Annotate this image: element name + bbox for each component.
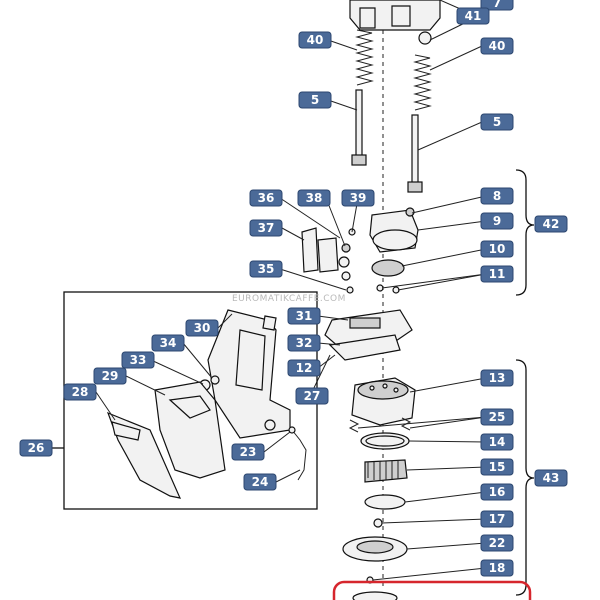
cover-piece	[154, 381, 226, 479]
callout-38-text: 38	[306, 191, 323, 205]
callout-39-text: 39	[350, 191, 367, 205]
callout-36-text: 36	[258, 191, 275, 205]
callout-39: 39	[341, 189, 375, 207]
callout-15-text: 15	[489, 460, 506, 474]
callout-8: 8	[480, 187, 514, 205]
callout-5-left-text: 5	[311, 93, 319, 107]
flap-piece	[106, 411, 182, 499]
callout-5-right-text: 5	[493, 115, 501, 129]
callout-31: 31	[287, 307, 321, 325]
top-bracket-assembly	[349, 0, 441, 45]
callout-13: 13	[480, 369, 514, 387]
rod-right	[407, 114, 423, 193]
callout-34-text: 34	[160, 336, 177, 350]
callout-12: 12	[287, 359, 321, 377]
callout-10: 10	[480, 240, 514, 258]
lower-brew-parts	[342, 377, 416, 600]
callout-25: 25	[480, 408, 514, 426]
callout-37-text: 37	[258, 221, 275, 235]
callout-11-text: 11	[489, 267, 506, 281]
callout-24-text: 24	[252, 475, 269, 489]
callout-41-text: 41	[465, 9, 482, 23]
callout-32: 32	[287, 334, 321, 352]
callout-11: 11	[480, 265, 514, 283]
callout-33-text: 33	[130, 353, 147, 367]
rod-left	[351, 89, 367, 166]
callout-14-text: 14	[489, 435, 506, 449]
callout-40-left: 40	[298, 31, 332, 49]
callout-42-text: 42	[543, 217, 560, 231]
callout-17-text: 17	[489, 512, 506, 526]
callout-5-right: 5	[480, 113, 514, 131]
callout-29: 29	[93, 367, 127, 385]
spring-left	[355, 29, 374, 86]
callout-28-text: 28	[72, 385, 89, 399]
callout-30-text: 30	[194, 321, 211, 335]
callout-12-text: 12	[296, 361, 313, 375]
callout-40-left-text: 40	[307, 33, 324, 47]
callout-8-text: 8	[493, 189, 501, 203]
callout-34: 34	[151, 334, 185, 352]
callout-28: 28	[63, 383, 97, 401]
callout-18-text: 18	[489, 561, 506, 575]
callout-42: 42	[534, 215, 568, 233]
callout-26-text: 26	[28, 441, 45, 455]
callout-14: 14	[480, 433, 514, 451]
callout-43: 43	[534, 469, 568, 487]
callout-16-text: 16	[489, 485, 506, 499]
callout-40-right: 40	[480, 37, 514, 55]
callout-13-text: 13	[489, 371, 506, 385]
callout-5-left: 5	[298, 91, 332, 109]
callout-41: 41	[456, 7, 490, 25]
lever-assembly	[324, 309, 413, 361]
highlight-box	[332, 580, 532, 600]
callout-7: 7	[480, 0, 514, 11]
callout-37: 37	[249, 219, 283, 237]
callout-35: 35	[249, 260, 283, 278]
callout-36: 36	[249, 189, 283, 207]
callout-31-text: 31	[296, 309, 313, 323]
callout-27: 27	[295, 387, 329, 405]
callout-35-text: 35	[258, 262, 275, 276]
callout-22-text: 22	[489, 536, 506, 550]
callout-18: 18	[480, 559, 514, 577]
piston-head	[369, 207, 419, 294]
callout-29-text: 29	[102, 369, 119, 383]
callout-22: 22	[480, 534, 514, 552]
callout-7-text: 7	[493, 0, 501, 10]
brace-42	[515, 169, 535, 296]
callout-17: 17	[480, 510, 514, 528]
callout-26: 26	[19, 439, 53, 457]
callout-40-right-text: 40	[489, 39, 506, 53]
callout-23-text: 23	[240, 445, 257, 459]
callout-27-text: 27	[304, 389, 321, 403]
callout-33: 33	[121, 351, 155, 369]
callout-15: 15	[480, 458, 514, 476]
callout-9-text: 9	[493, 214, 501, 228]
callout-25-text: 25	[489, 410, 506, 424]
small-parts-left	[301, 227, 356, 294]
housing-body	[207, 309, 291, 439]
leader-lines	[95, 0, 487, 581]
callout-43-text: 43	[543, 471, 560, 485]
spring-right	[413, 54, 432, 111]
callout-24: 24	[243, 473, 277, 491]
spring-wire	[288, 426, 307, 481]
watermark-text: EUROMATIKCAFFE.COM	[232, 294, 346, 304]
callout-30: 30	[185, 319, 219, 337]
callout-10-text: 10	[489, 242, 506, 256]
callout-9: 9	[480, 212, 514, 230]
part-drawings	[52, 0, 535, 600]
callout-32-text: 32	[296, 336, 313, 350]
callout-38: 38	[297, 189, 331, 207]
callout-23: 23	[231, 443, 265, 461]
callout-16: 16	[480, 483, 514, 501]
brace-43	[515, 359, 535, 596]
